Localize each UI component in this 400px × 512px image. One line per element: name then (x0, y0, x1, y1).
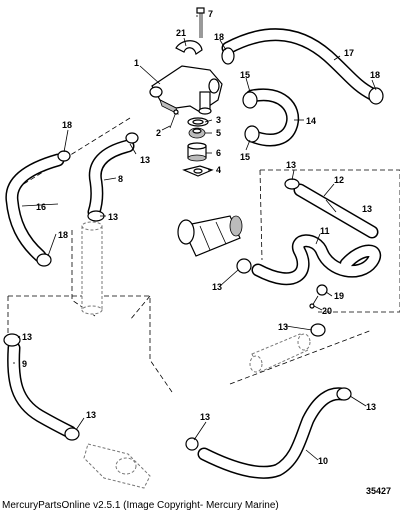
callout-13[interactable]: 13 (286, 160, 296, 170)
callout-18[interactable]: 18 (214, 32, 224, 42)
hose-11[interactable] (251, 234, 381, 286)
callout-1[interactable]: 1 (134, 58, 139, 68)
callout-18[interactable]: 18 (62, 120, 72, 130)
callout-13[interactable]: 13 (108, 212, 118, 222)
callout-labels: 7 21 18 17 1 18 15 14 3 18 2 5 15 13 6 1… (22, 9, 391, 496)
hose-clip-21[interactable] (175, 40, 203, 55)
callout-12[interactable]: 12 (334, 175, 344, 185)
callout-13[interactable]: 13 (140, 155, 150, 165)
ghost-cooler-left (81, 221, 103, 315)
seal-5[interactable] (188, 127, 206, 139)
callout-18[interactable]: 18 (370, 70, 380, 80)
leader-lines (13, 15, 377, 461)
callout-18[interactable]: 18 (58, 230, 68, 240)
callout-13[interactable]: 13 (212, 282, 222, 292)
hose-8[interactable] (87, 139, 135, 219)
callout-16[interactable]: 16 (36, 202, 46, 212)
callout-13[interactable]: 13 (278, 322, 288, 332)
ghost-cooler-right (249, 333, 311, 373)
hose-10[interactable] (197, 387, 349, 479)
callout-17[interactable]: 17 (344, 48, 354, 58)
screw-2[interactable] (169, 109, 179, 129)
hose-12[interactable] (293, 183, 379, 239)
callout-15[interactable]: 15 (240, 70, 250, 80)
hose-14[interactable] (245, 88, 300, 147)
reference-number: 35427 (366, 486, 391, 496)
fitting-19[interactable] (316, 284, 328, 296)
callout-7[interactable]: 7 (208, 9, 213, 19)
heat-exchanger[interactable] (177, 215, 243, 257)
hose-9[interactable] (7, 341, 77, 439)
callout-6[interactable]: 6 (216, 148, 221, 158)
callout-21[interactable]: 21 (176, 28, 186, 38)
callout-13[interactable]: 13 (200, 412, 210, 422)
callout-15[interactable]: 15 (240, 152, 250, 162)
hose-16[interactable] (5, 153, 65, 263)
callout-8[interactable]: 8 (118, 174, 123, 184)
hose-17[interactable] (221, 28, 379, 101)
thermostat-6[interactable] (187, 142, 207, 162)
callout-19[interactable]: 19 (334, 291, 344, 301)
callout-20[interactable]: 20 (322, 306, 332, 316)
callout-3[interactable]: 3 (216, 115, 221, 125)
copyright-caption: MercuryPartsOnline v2.5.1 (Image Copyrig… (2, 500, 279, 511)
thermostat-housing[interactable] (149, 65, 223, 115)
ghost-pump-bottom (83, 443, 151, 489)
callout-13[interactable]: 13 (362, 204, 372, 214)
callout-13[interactable]: 13 (22, 332, 32, 342)
gasket-3[interactable] (187, 117, 209, 127)
callout-2[interactable]: 2 (156, 128, 161, 138)
callout-13[interactable]: 13 (366, 402, 376, 412)
callout-14[interactable]: 14 (306, 116, 316, 126)
callout-10[interactable]: 10 (318, 456, 328, 466)
bolt-7[interactable] (196, 7, 205, 38)
callout-13[interactable]: 13 (86, 410, 96, 420)
callout-9[interactable]: 9 (22, 359, 27, 369)
callout-4[interactable]: 4 (216, 165, 221, 175)
callout-11[interactable]: 11 (320, 226, 330, 236)
callout-5[interactable]: 5 (216, 128, 221, 138)
gasket-4[interactable] (182, 165, 214, 177)
